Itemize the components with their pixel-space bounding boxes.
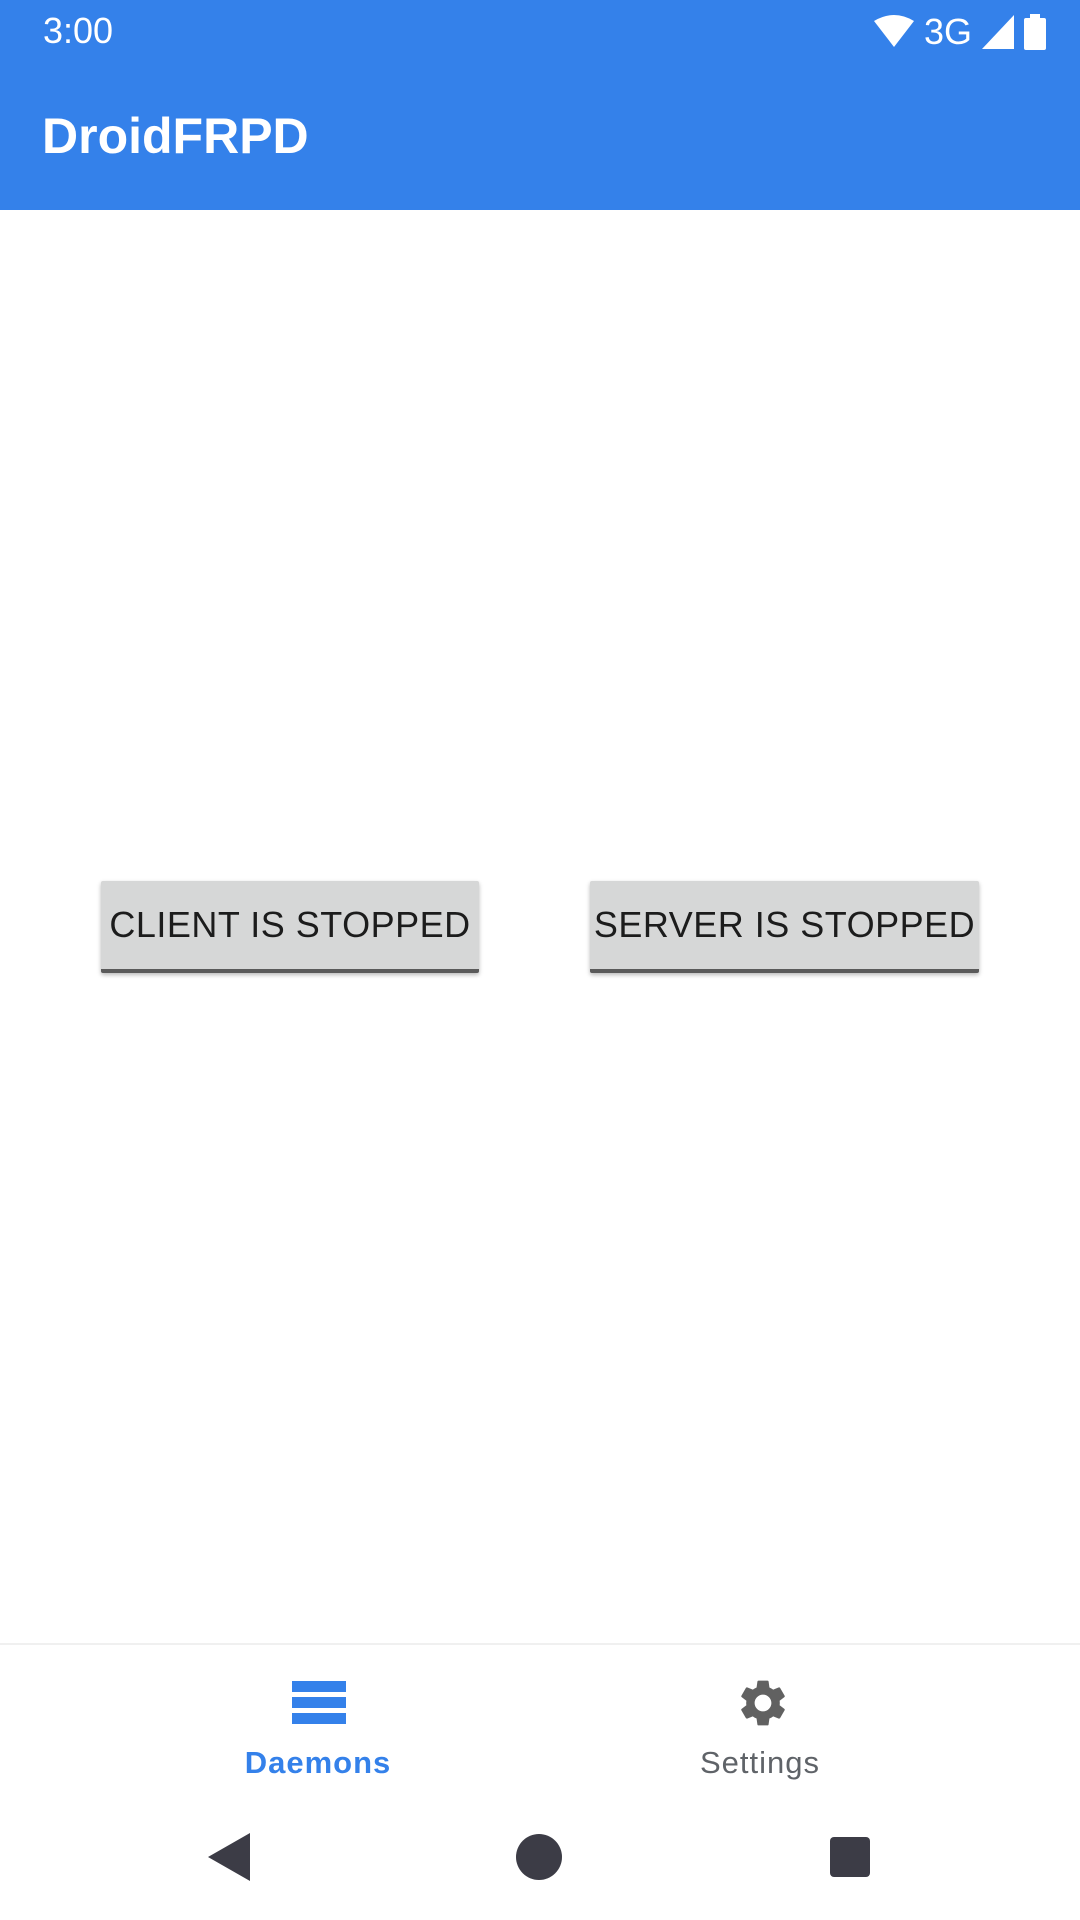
status-time: 3:00 xyxy=(43,10,114,51)
battery-icon xyxy=(1024,14,1046,50)
status-icons: 3G xyxy=(873,11,1046,52)
server-toggle-button[interactable]: SERVER IS STOPPED xyxy=(590,881,979,973)
system-navigation-bar xyxy=(0,1791,1080,1920)
list-icon xyxy=(292,1681,346,1724)
status-bar: 3:00 3G xyxy=(0,0,1080,63)
network-type: 3G xyxy=(923,11,972,52)
nav-item-settings[interactable]: Settings xyxy=(540,1645,1080,1791)
bottom-navigation: Daemons Settings xyxy=(0,1643,1080,1791)
client-toggle-button[interactable]: CLIENT IS STOPPED xyxy=(101,881,479,973)
wifi-icon xyxy=(873,15,914,47)
recents-icon[interactable] xyxy=(820,1827,880,1887)
back-icon[interactable] xyxy=(200,1827,260,1887)
app-title: DroidFRPD xyxy=(42,108,309,164)
home-icon[interactable] xyxy=(509,1827,569,1887)
nav-label-settings: Settings xyxy=(699,1745,820,1780)
nav-item-daemons[interactable]: Daemons xyxy=(0,1645,540,1791)
signal-icon xyxy=(982,15,1014,49)
app-bar: DroidFRPD xyxy=(0,63,1080,210)
nav-label-daemons: Daemons xyxy=(244,1745,392,1780)
gear-icon xyxy=(741,1680,785,1726)
